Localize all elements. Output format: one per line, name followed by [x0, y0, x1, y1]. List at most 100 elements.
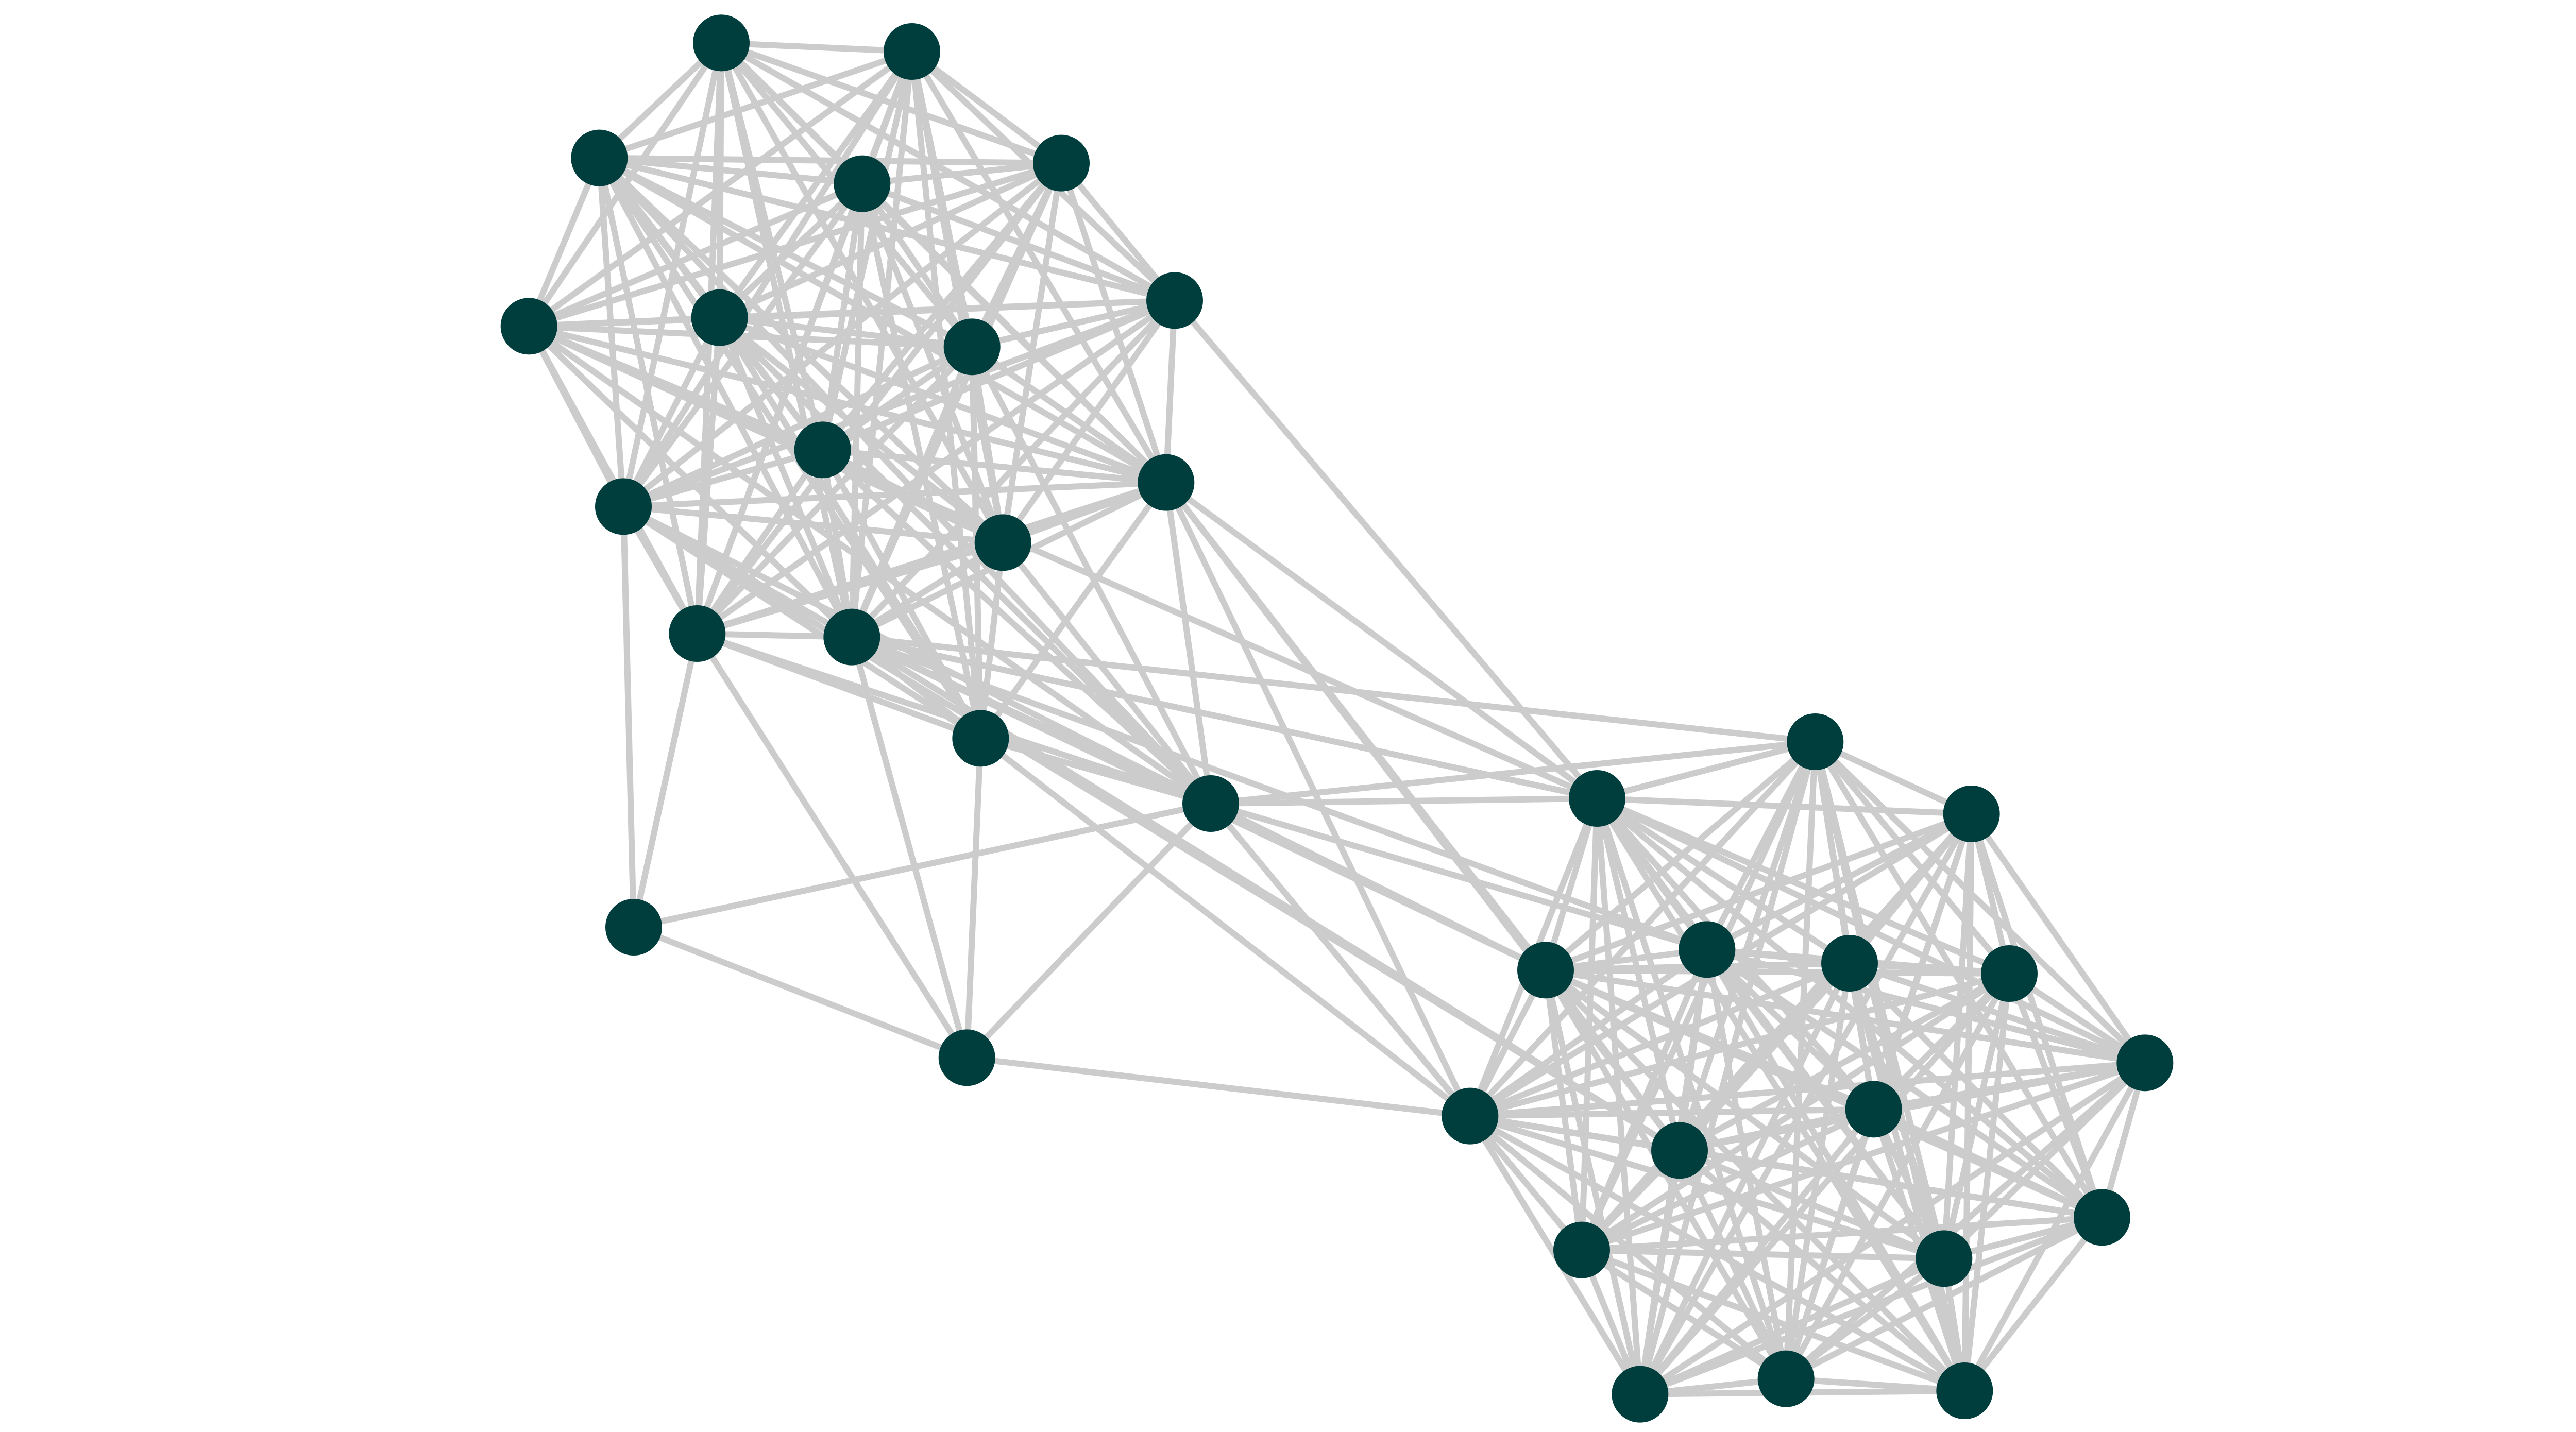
edge-layer [526, 40, 2148, 1397]
edge-n5-n14 [694, 160, 1064, 637]
edge-x2-n14 [694, 630, 1214, 807]
edge-m3-m17 [1961, 811, 1975, 1394]
edge-n15-m1 [849, 634, 1600, 802]
edge-n8-n14 [694, 314, 723, 637]
edge-x4-n15 [849, 634, 970, 1061]
edge-m11-m12 [1579, 1106, 1877, 1253]
graph-node-m3 [1943, 786, 2000, 842]
graph-node-n11 [1138, 454, 1195, 511]
edge-n3-n5 [596, 155, 1064, 166]
edge-m9-m11 [1467, 1106, 1877, 1119]
edge-n2-n12 [620, 48, 915, 510]
edge-m7-m17 [1961, 970, 2012, 1394]
graph-node-m1 [1569, 770, 1625, 827]
edge-x1-x4 [963, 735, 984, 1061]
edge-m5-m8 [1704, 946, 2148, 1066]
graph-node-x4 [938, 1029, 995, 1086]
edge-x2-m1 [1208, 795, 1600, 807]
edge-n11-m9 [1163, 479, 1473, 1119]
edge-n7-m1 [526, 323, 1600, 802]
edge-m14-m15 [1637, 1214, 2105, 1397]
graph-node-m5 [1679, 921, 1736, 978]
edge-m7-m10 [1676, 970, 2012, 1154]
graph-node-n10 [794, 421, 851, 479]
edge-n9-n11 [969, 344, 1170, 486]
edge-m1-m2 [1594, 739, 1819, 802]
graph-node-m8 [2116, 1034, 2174, 1092]
graph-node-m7 [1981, 945, 2038, 1002]
edge-n8-n9 [716, 314, 975, 350]
edge-n9-n10 [819, 344, 975, 453]
graph-node-m12 [1553, 1221, 1610, 1278]
edge-x3-n12 [620, 503, 637, 930]
edge-n5-n6 [1058, 160, 1178, 304]
edge-m8-m12 [1579, 1060, 2148, 1253]
edge-n12-m10 [620, 503, 1683, 1154]
graph-node-n7 [500, 298, 557, 355]
edge-n10-n14 [694, 447, 826, 637]
edge-x1-n2 [909, 48, 984, 742]
edge-n13-n14 [694, 539, 1006, 637]
edge-n8-n12 [620, 314, 723, 510]
edge-m1-m16 [1594, 795, 1789, 1382]
edge-n4-n6 [859, 180, 1178, 304]
graph-node-n9 [943, 318, 1001, 376]
edge-x2-n3 [596, 155, 1214, 807]
edge-m12-m14 [1579, 1214, 2105, 1253]
graph-node-m14 [2074, 1189, 2130, 1246]
edge-x2-m2 [1208, 739, 1819, 807]
graph-node-n3 [571, 129, 628, 186]
graph-node-m11 [1845, 1081, 1902, 1138]
edge-n15-m5 [849, 634, 1710, 953]
edge-n6-n12 [620, 297, 1178, 510]
edge-n6-m1 [1172, 297, 1600, 802]
graph-node-m6 [1821, 935, 1878, 992]
edge-n4-n8 [716, 180, 866, 321]
edge-n6-n9 [969, 297, 1178, 350]
edge-n6-n8 [716, 297, 1178, 321]
edge-m16-m17 [1783, 1375, 1968, 1394]
edge-n2-n8 [716, 48, 915, 321]
edge-x2-n11 [1163, 479, 1214, 807]
edge-n11-m1 [1163, 479, 1600, 802]
graph-node-m2 [1787, 713, 1844, 770]
edge-m12-m13 [1579, 1247, 1947, 1262]
edge-n5-n8 [716, 160, 1064, 321]
edge-x1-n13 [977, 539, 1006, 742]
edge-n8-n11 [716, 314, 1170, 486]
edge-m10-m16 [1676, 1147, 1789, 1382]
edge-x2-x4 [963, 800, 1214, 1061]
edge-n1-n6 [718, 40, 1178, 304]
edge-m3-m4 [1543, 811, 1975, 974]
graph-node-n1 [693, 14, 750, 72]
edge-m8-m9 [1467, 1060, 2148, 1119]
edge-n9-n12 [620, 344, 975, 510]
graph-node-m13 [1916, 1230, 1973, 1287]
edge-n10-n12 [620, 447, 826, 510]
graph-node-m16 [1757, 1350, 1815, 1407]
edge-x3-n14 [631, 630, 701, 930]
edge-m3-m14 [1968, 811, 2105, 1221]
edge-m10-m11 [1676, 1106, 1877, 1154]
edge-m14-m17 [1961, 1214, 2105, 1394]
edge-m3-m8 [1968, 811, 2148, 1066]
edge-m4-m7 [1543, 967, 2012, 977]
edge-x3-x4 [631, 924, 970, 1061]
graph-node-n2 [884, 23, 940, 80]
graph-node-x3 [605, 899, 662, 956]
graph-node-n8 [691, 289, 748, 346]
edge-n15-m2 [849, 634, 1819, 745]
edge-x2-x3 [631, 800, 1214, 930]
edge-n3-n11 [596, 155, 1170, 486]
edge-n5-n7 [526, 160, 1064, 330]
graph-node-n15 [823, 608, 880, 666]
edge-m10-m15 [1637, 1147, 1683, 1397]
edge-n6-n11 [1163, 297, 1178, 486]
edge-m10-m13 [1676, 1147, 1947, 1262]
graph-node-n13 [974, 514, 1031, 571]
edge-n3-n4 [596, 155, 866, 187]
edge-m10-m14 [1676, 1147, 2105, 1221]
edge-x2-n12 [620, 503, 1214, 807]
edge-x4-n14 [694, 630, 970, 1061]
